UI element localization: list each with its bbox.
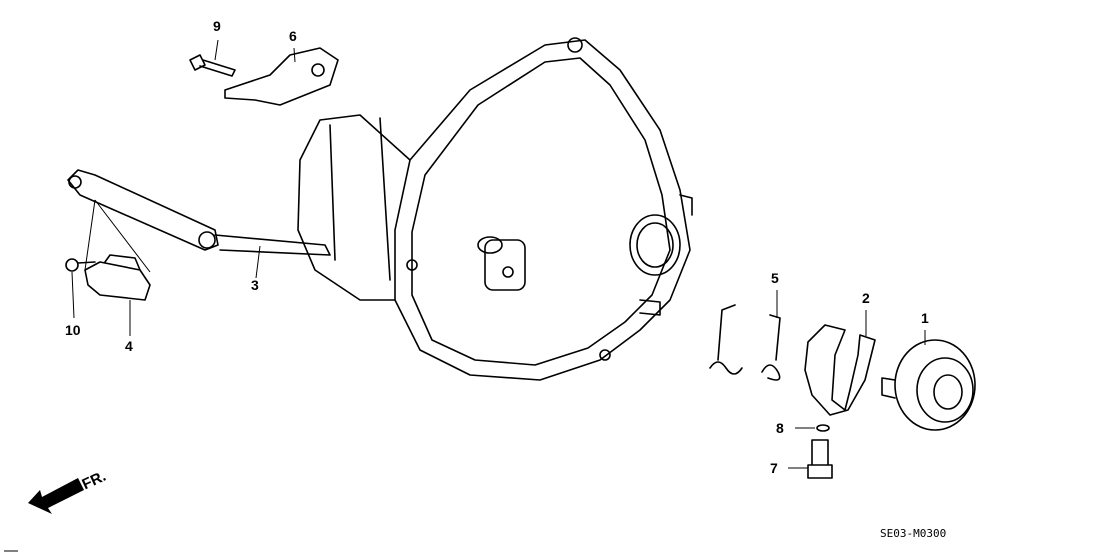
release-bearing [881, 339, 976, 431]
transmission-housing [297, 37, 693, 381]
callout-7: 7 [770, 460, 778, 476]
callout-10: 10 [65, 322, 81, 338]
leader-lines [71, 39, 926, 469]
release-shaft [67, 169, 219, 251]
callout-5: 5 [771, 270, 779, 286]
callout-8: 8 [776, 420, 784, 436]
bracket [224, 47, 339, 106]
front-arrow-icon [28, 478, 84, 514]
callout-6: 6 [289, 28, 297, 44]
release-fork [804, 324, 876, 416]
cushion [84, 254, 151, 301]
bolt-7 [807, 439, 833, 479]
diagram-code: SE03-M0300 [880, 527, 947, 540]
spring [709, 304, 781, 381]
bolt-9 [189, 54, 236, 77]
callout-4: 4 [125, 338, 133, 354]
bolt-10 [65, 258, 79, 272]
washer [816, 424, 830, 432]
callout-3: 3 [251, 277, 259, 293]
callout-2: 2 [862, 290, 870, 306]
callout-9: 9 [213, 18, 221, 34]
callout-1: 1 [921, 310, 929, 326]
